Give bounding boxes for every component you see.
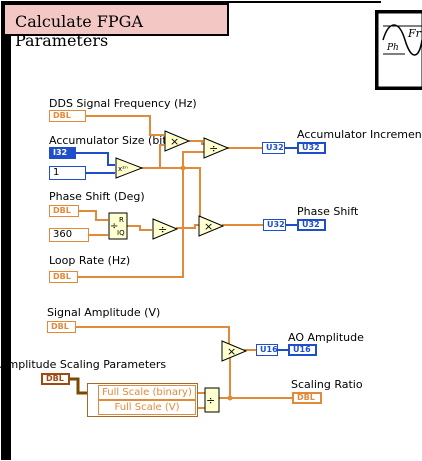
- vi-icon-ph-text: Ph: [386, 43, 399, 53]
- to-u16-node[interactable]: U16: [256, 344, 278, 356]
- signal-amplitude-terminal[interactable]: DBL: [47, 321, 76, 333]
- power-of-two-node[interactable]: x²ⁿ: [115, 157, 143, 179]
- svg-text:x²ⁿ: x²ⁿ: [118, 165, 128, 173]
- to-u32-node-1[interactable]: U32: [262, 142, 285, 154]
- multiply-node-1[interactable]: ×: [164, 130, 190, 152]
- svg-text:÷: ÷: [110, 221, 118, 232]
- svg-text:÷: ÷: [158, 223, 167, 236]
- dds-freq-terminal[interactable]: DBL: [49, 110, 86, 122]
- svg-text:IQ: IQ: [117, 229, 125, 237]
- acc-size-constant[interactable]: 1: [49, 166, 86, 180]
- loop-rate-label: Loop Rate (Hz): [49, 254, 131, 267]
- scaling-ratio-indicator[interactable]: DBL: [292, 392, 322, 404]
- unbundle-field-fullscale-binary: Full Scale (binary): [98, 385, 196, 400]
- svg-text:÷: ÷: [209, 142, 218, 155]
- multiply-node-3[interactable]: ×: [221, 340, 247, 362]
- amp-scaling-label: Amplitude Scaling Parameters: [0, 358, 167, 371]
- divide-node-1[interactable]: ÷: [203, 137, 229, 159]
- acc-increment-indicator[interactable]: U32: [297, 142, 326, 154]
- acc-increment-label: Accumulator Increment: [297, 128, 422, 141]
- ao-amplitude-label: AO Amplitude: [288, 331, 364, 344]
- amp-scaling-terminal[interactable]: DBL: [41, 373, 70, 385]
- phase-shift-label: Phase Shift (Deg): [49, 190, 145, 203]
- to-u32-node-2[interactable]: U32: [263, 219, 286, 231]
- loop-rate-terminal[interactable]: DBL: [49, 271, 78, 283]
- structure-frame-top: [1, 1, 381, 3]
- phase-constant[interactable]: 360: [49, 228, 89, 242]
- unbundle-field-fullscale-v: Full Scale (V): [98, 400, 196, 415]
- phase-shift-indicator[interactable]: U32: [297, 219, 326, 231]
- svg-text:×: ×: [204, 220, 213, 233]
- divide-node-2[interactable]: ÷: [152, 218, 178, 240]
- vi-icon: Fr Ph: [375, 10, 422, 90]
- svg-text:×: ×: [170, 135, 179, 148]
- vi-icon-fr-text: Fr: [407, 27, 422, 40]
- signal-amplitude-label: Signal Amplitude (V): [47, 306, 161, 319]
- scaling-ratio-label: Scaling Ratio: [291, 378, 363, 391]
- svg-text:÷: ÷: [206, 394, 215, 407]
- phase-shift-out-label: Phase Shift: [297, 205, 359, 218]
- acc-size-terminal[interactable]: I32: [49, 147, 76, 159]
- ao-amplitude-indicator[interactable]: U16: [288, 344, 317, 356]
- divide-node-3[interactable]: ÷: [204, 387, 220, 413]
- diagram-title: Calculate FPGA Parameters: [3, 3, 229, 50]
- dds-freq-label: DDS Signal Frequency (Hz): [49, 97, 197, 110]
- svg-text:×: ×: [227, 345, 236, 358]
- unbundle-by-name[interactable]: Full Scale (binary) Full Scale (V): [87, 383, 198, 417]
- acc-size-label: Accumulator Size (bit): [49, 134, 171, 147]
- quotient-remainder-node[interactable]: ÷ R IQ: [108, 212, 128, 240]
- phase-shift-terminal[interactable]: DBL: [49, 205, 79, 217]
- svg-text:R: R: [119, 216, 124, 224]
- multiply-node-2[interactable]: ×: [198, 215, 224, 237]
- structure-frame-left: [1, 1, 11, 460]
